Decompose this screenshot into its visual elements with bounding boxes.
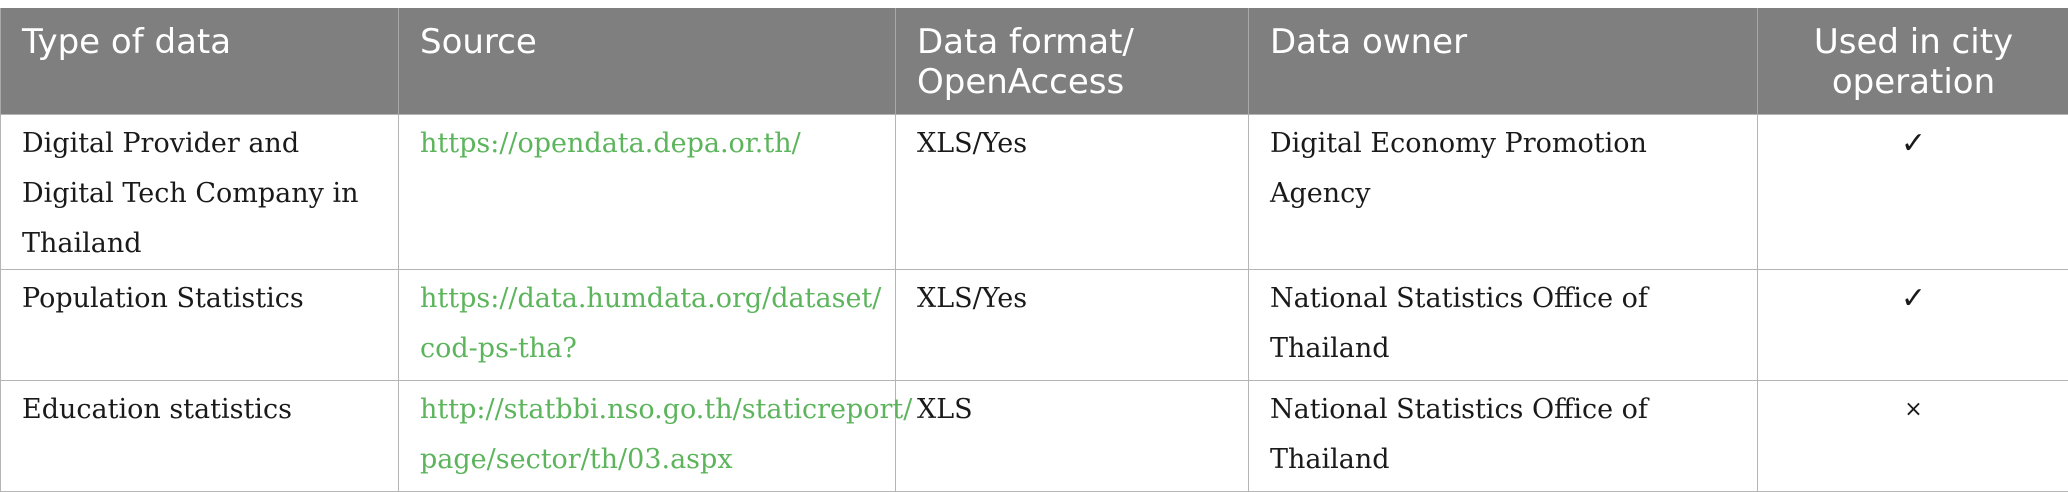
header-data-owner: Data owner [1249, 8, 1758, 115]
cell-type: Population Statistics [1, 270, 399, 381]
header-source: Source [399, 8, 896, 115]
table-header: Type of data Source Data format/ OpenAcc… [1, 8, 2068, 115]
header-data-format: Data format/ OpenAccess [896, 8, 1249, 115]
data-sources-table: Type of data Source Data format/ OpenAcc… [0, 8, 2068, 492]
data-sources-table-wrapper: Type of data Source Data format/ OpenAcc… [0, 8, 2068, 492]
cell-owner: National Statistics Office of Thailand [1249, 270, 1758, 381]
header-used-in-city-operation: Used in city operation [1758, 8, 2068, 115]
cell-type: Digital Provider and Digital Tech Compan… [1, 115, 399, 270]
cell-format: XLS/Yes [896, 270, 1249, 381]
cell-type: Education statistics [1, 381, 399, 492]
checkmark-icon: ✓ [1758, 270, 2068, 381]
table-row: Digital Provider and Digital Tech Compan… [1, 115, 2068, 270]
cell-source-link[interactable]: http://statbbi.nso.go.th/staticreport/ p… [399, 381, 896, 492]
cell-format: XLS [896, 381, 1249, 492]
header-type-of-data: Type of data [1, 8, 399, 115]
table-row: Population Statistics https://data.humda… [1, 270, 2068, 381]
cell-format: XLS/Yes [896, 115, 1249, 270]
header-row: Type of data Source Data format/ OpenAcc… [1, 8, 2068, 115]
cell-owner: National Statistics Office of Thailand [1249, 381, 1758, 492]
table-body: Digital Provider and Digital Tech Compan… [1, 115, 2068, 492]
cell-owner: Digital Economy Promotion Agency [1249, 115, 1758, 270]
table-row: Education statistics http://statbbi.nso.… [1, 381, 2068, 492]
cross-icon: × [1758, 381, 2068, 492]
checkmark-icon: ✓ [1758, 115, 2068, 270]
cell-source-link[interactable]: https://opendata.depa.or.th/ [399, 115, 896, 270]
cell-source-link[interactable]: https://data.humdata.org/dataset/ cod-ps… [399, 270, 896, 381]
